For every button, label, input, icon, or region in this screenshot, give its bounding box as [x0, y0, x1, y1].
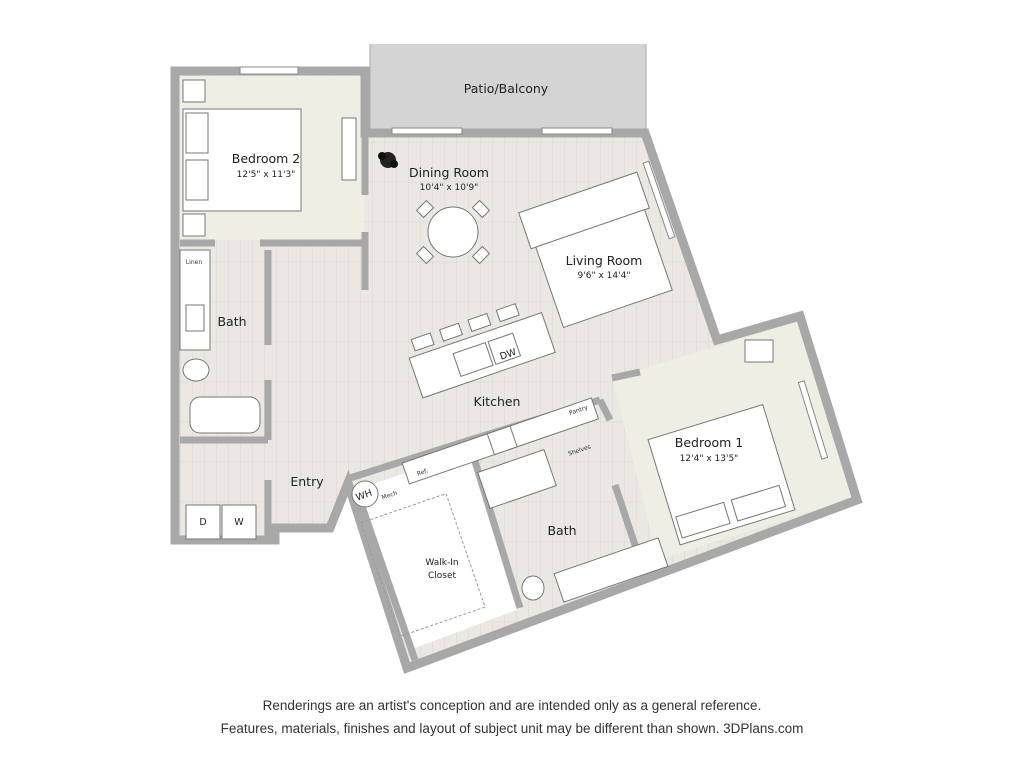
- room-label-bedroom1: Bedroom 1: [675, 435, 743, 450]
- room-dims-bedroom1: 12'4" x 13'5": [680, 454, 739, 464]
- kitchen-counter: [401, 397, 600, 485]
- fixture-dishwasher: DW: [498, 347, 518, 363]
- room-dims-living: 9'6" x 14'4": [578, 271, 631, 281]
- room-label-bedroom2: Bedroom 2: [232, 151, 300, 166]
- closet-rod-outline: [360, 492, 486, 638]
- bath2-fixtures: [179, 249, 261, 434]
- room-label-entry: Entry: [290, 474, 324, 489]
- fixture-water-heater: WH: [355, 488, 374, 504]
- room-label-bath1: Bath: [547, 523, 576, 538]
- room-label-bath2: Bath: [217, 314, 246, 329]
- room-label-kitchen: Kitchen: [474, 394, 521, 409]
- bath1-fixtures: [477, 449, 669, 603]
- fixture-dryer: D: [199, 517, 206, 528]
- fixture-refrigerator: Ref.: [416, 467, 429, 477]
- water-heater: [351, 480, 379, 508]
- plant-icon: [378, 152, 398, 168]
- armchair: [744, 339, 774, 363]
- room-label-closet-1: Walk-In: [425, 558, 458, 568]
- fixture-linen: Linen: [186, 259, 203, 266]
- living-sofa: [518, 171, 673, 329]
- fixture-washer: W: [234, 517, 244, 528]
- room-label-closet-2: Closet: [428, 571, 457, 581]
- disclaimer-line-1: Renderings are an artist's conception an…: [262, 698, 762, 713]
- disclaimer-line-2: Features, materials, finishes and layout…: [220, 721, 804, 736]
- room-dims-bedroom2: 12'5" x 11'3": [237, 170, 296, 180]
- laundry: [185, 504, 257, 540]
- kitchen-island: [408, 303, 556, 399]
- bedroom1-bed: [647, 404, 796, 546]
- room-label-living: Living Room: [566, 253, 643, 268]
- dining-table: [415, 199, 491, 265]
- patio-area: [370, 44, 646, 132]
- windows: [239, 66, 829, 460]
- fixture-mech: Mech: [381, 490, 399, 502]
- room-label-patio: Patio/Balcony: [464, 81, 549, 96]
- room-dims-dining: 10'4" x 10'9": [420, 183, 479, 193]
- room-label-dining: Dining Room: [409, 165, 489, 180]
- bedroom2-bed: [182, 79, 357, 237]
